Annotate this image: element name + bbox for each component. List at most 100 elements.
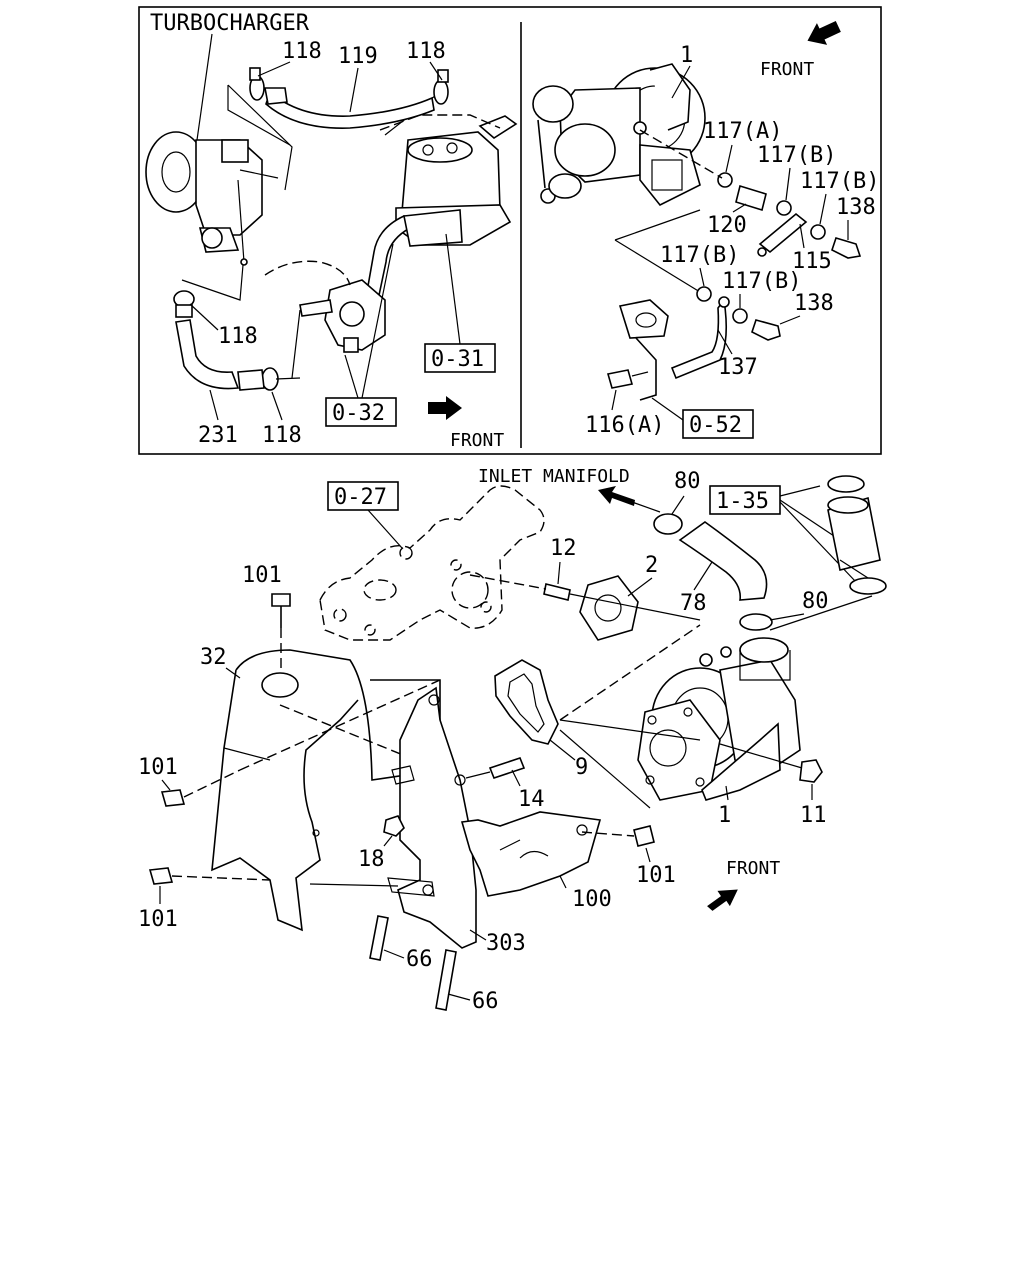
washer-117b <box>810 224 826 240</box>
callout-117b: 117(B) <box>660 243 739 268</box>
bolt-101 <box>633 825 655 847</box>
callout-118: 118 <box>282 39 322 64</box>
callout-14: 14 <box>518 787 545 812</box>
adapter-120 <box>735 184 767 212</box>
ref-0-31: 0-31 <box>431 347 484 372</box>
callout-117a: 117(A) <box>703 119 782 144</box>
stud-66 <box>369 915 389 961</box>
callout-119: 119 <box>338 44 378 69</box>
clamp-80 <box>739 613 773 631</box>
callout-118: 118 <box>406 39 446 64</box>
bolt-101 <box>148 867 174 885</box>
heat-shield-32 <box>211 649 441 932</box>
exhaust-manifold-drawing <box>319 485 545 641</box>
bolt-101 <box>160 789 186 807</box>
clamp-80 <box>653 513 683 535</box>
callout-117b: 117(B) <box>757 143 836 168</box>
front-arrow-icon <box>428 396 462 420</box>
ref-0-32: 0-32 <box>332 401 385 426</box>
leader-turbocharger <box>196 33 213 141</box>
callout-32: 32 <box>200 645 227 670</box>
upper-frame <box>138 6 882 455</box>
stud-12 <box>543 583 571 601</box>
ref-1-35: 1-35 <box>716 489 769 514</box>
gasket-2 <box>579 575 639 641</box>
turbocharger-lower-drawing <box>637 637 801 801</box>
callout-117b: 117(B) <box>800 169 879 194</box>
clamp-118-top-right <box>433 69 449 105</box>
callout-118: 118 <box>262 423 302 448</box>
ref-box-0-52 <box>682 409 754 439</box>
callout-116a: 116(A) <box>585 413 664 438</box>
bolt-101 <box>271 593 291 607</box>
hose-231 <box>173 290 279 391</box>
nut-11 <box>799 759 823 783</box>
callout-101: 101 <box>636 863 676 888</box>
clamp-1-35-bottom <box>849 577 887 595</box>
callout-66: 66 <box>472 989 499 1014</box>
ref-0-27: 0-27 <box>334 485 387 510</box>
turbocharger-title: TURBOCHARGER <box>150 11 310 36</box>
stud-66 <box>435 949 457 1011</box>
hose-78 <box>678 521 768 601</box>
clamp-118-top-left <box>249 67 265 101</box>
ref-box-0-32 <box>325 397 397 427</box>
ref-box-0-31 <box>424 343 496 373</box>
bolt-138 <box>831 237 862 259</box>
callout-101: 101 <box>138 755 178 780</box>
callout-2: 2 <box>645 553 658 578</box>
callout-100: 100 <box>572 887 612 912</box>
callout-117b: 117(B) <box>722 269 801 294</box>
callout-66: 66 <box>406 947 433 972</box>
hose-119 <box>265 90 435 129</box>
callout-231: 231 <box>198 423 238 448</box>
inlet-manifold-label: INLET MANIFOLD <box>478 466 630 487</box>
turbocharger-drawing <box>532 63 706 207</box>
bracket-303 <box>387 686 477 949</box>
pipe-115 <box>758 212 808 254</box>
callout-11: 11 <box>800 803 827 828</box>
bolt-138 <box>751 319 781 341</box>
front-arrow-icon <box>807 20 841 45</box>
front-arrow-icon <box>707 889 738 911</box>
ref-box-1-35 <box>709 485 781 515</box>
ref-0-52: 0-52 <box>689 413 742 438</box>
front-label: FRONT <box>726 858 780 879</box>
washer-117a <box>717 172 733 188</box>
leader-119-left <box>227 84 293 191</box>
callout-303: 303 <box>486 931 526 956</box>
heat-shield-100 <box>460 811 602 897</box>
fitting-0-32-drawing <box>299 279 386 353</box>
washer-117b <box>776 200 792 216</box>
callout-1: 1 <box>718 803 731 828</box>
callout-120: 120 <box>707 213 747 238</box>
clamp-1-35-top <box>827 475 865 493</box>
gasket-9 <box>494 659 559 745</box>
callout-1: 1 <box>680 43 693 68</box>
callout-138: 138 <box>794 291 834 316</box>
bolt-116a <box>606 369 634 389</box>
callout-118: 118 <box>218 324 258 349</box>
inlet-arrow-icon <box>598 486 635 506</box>
callout-12: 12 <box>550 536 577 561</box>
oil-return-pipe-137 <box>618 296 730 401</box>
front-label: FRONT <box>450 430 504 451</box>
front-label: FRONT <box>760 59 814 80</box>
turbocharger-small-drawing <box>145 131 279 266</box>
callout-137: 137 <box>718 355 758 380</box>
stud-14 <box>488 757 526 779</box>
callout-9: 9 <box>575 755 588 780</box>
callout-101: 101 <box>138 907 178 932</box>
callout-18: 18 <box>358 847 385 872</box>
callout-138: 138 <box>836 195 876 220</box>
washer-117b <box>696 286 712 302</box>
callout-80: 80 <box>674 469 701 494</box>
callout-78: 78 <box>680 591 707 616</box>
callout-115: 115 <box>792 249 832 274</box>
washer-117b <box>732 308 748 324</box>
callout-101: 101 <box>242 563 282 588</box>
nut-18 <box>383 815 405 837</box>
ref-box-0-27 <box>327 481 399 511</box>
